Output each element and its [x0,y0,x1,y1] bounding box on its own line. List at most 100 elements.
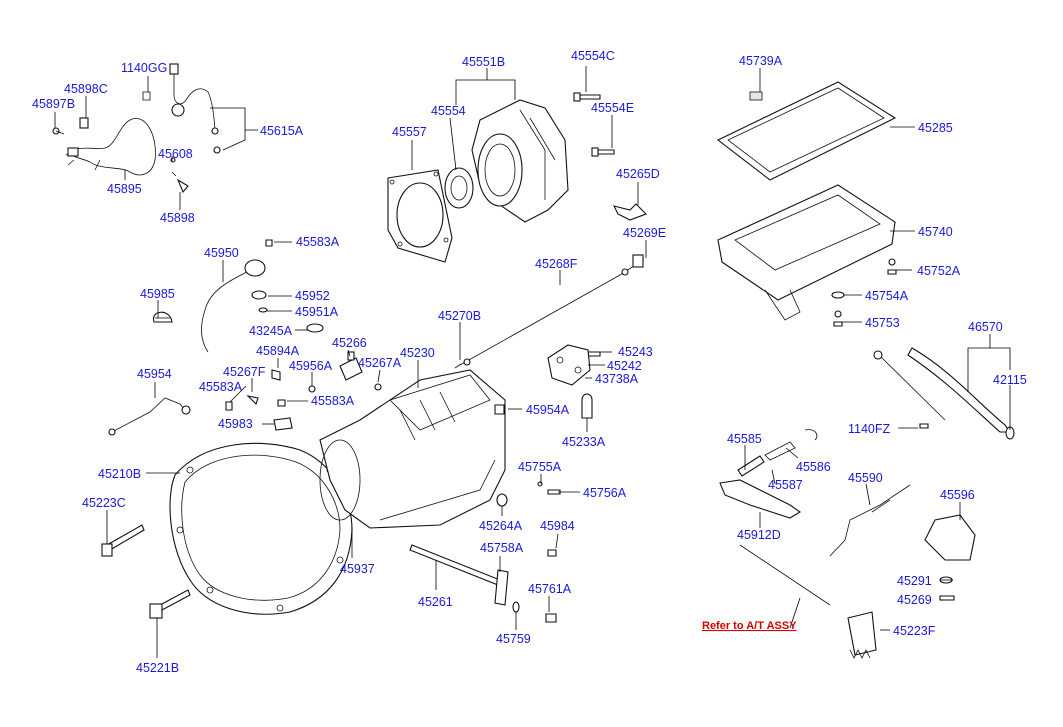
part-label-45937[interactable]: 45937 [340,562,375,576]
part-label-45912d[interactable]: 45912D [737,528,781,542]
part-label-45269e[interactable]: 45269E [623,226,666,240]
part-label-45587[interactable]: 45587 [768,478,803,492]
reference-link-at-assy[interactable]: Refer to A/T ASSY [702,620,797,632]
part-label-45583a-top[interactable]: 45583A [296,235,340,249]
part-label-43245a[interactable]: 43245A [249,324,293,338]
part-label-45898[interactable]: 45898 [160,211,195,225]
lever-bracket-drawing [547,344,591,386]
breather-hose-drawing [201,239,273,353]
part-label-45956a[interactable]: 45956A [289,359,333,373]
part-label-45954[interactable]: 45954 [137,367,172,381]
converter-housing-drawing [169,442,353,615]
part-label-45266[interactable]: 45266 [332,336,367,350]
part-label-45264a[interactable]: 45264A [479,519,523,533]
oil-pan-gasket-drawing [716,81,897,181]
part-labels: 1140GG 45898C 45897B 45615A 45608 45895 … [32,49,1027,675]
part-label-45759[interactable]: 45759 [496,632,531,646]
part-label-45261[interactable]: 45261 [418,595,453,609]
part-label-45210b[interactable]: 45210B [98,467,141,481]
part-label-45608[interactable]: 45608 [158,147,193,161]
part-label-45583a-mid[interactable]: 45583A [199,380,243,394]
part-label-45897b[interactable]: 45897B [32,97,75,111]
part-label-45954a[interactable]: 45954A [526,403,570,417]
detent-lever-drawing [739,544,877,659]
part-label-45223f[interactable]: 45223F [893,624,936,638]
part-label-45291[interactable]: 45291 [897,574,932,588]
part-label-45754a[interactable]: 45754A [865,289,909,303]
input-seal-drawing [319,439,361,521]
part-label-45269[interactable]: 45269 [897,593,932,607]
part-label-45267a[interactable]: 45267A [358,356,402,370]
part-label-45952[interactable]: 45952 [295,289,330,303]
parking-bracket-drawing [924,514,976,561]
part-label-45758a[interactable]: 45758A [480,541,524,555]
part-label-45223c[interactable]: 45223C [82,496,126,510]
part-label-45554c[interactable]: 45554C [571,49,615,63]
part-label-45983[interactable]: 45983 [218,417,253,431]
part-label-45554e[interactable]: 45554E [591,101,634,115]
part-label-45984[interactable]: 45984 [540,519,575,533]
small-fasteners-drawing [225,351,601,431]
leader-lines [54,66,1011,658]
part-label-45270b[interactable]: 45270B [438,309,481,323]
inhibitor-switch-drawing [339,351,363,381]
part-label-45586[interactable]: 45586 [796,460,831,474]
part-label-45221b[interactable]: 45221B [136,661,179,675]
bracket-drawing [612,203,647,221]
part-label-45230[interactable]: 45230 [400,346,435,360]
part-label-45585[interactable]: 45585 [727,432,762,446]
part-label-45557[interactable]: 45557 [392,125,427,139]
oil-pan-drawing [716,184,897,321]
drain-plug-drawing [581,393,593,419]
housing-bolts-drawing [101,524,191,619]
parking-rod-drawing [829,484,911,557]
retainer-clip-drawing [306,323,324,333]
part-label-45583a-low[interactable]: 45583A [311,394,355,408]
oil-seal-drawing [444,167,474,209]
vent-cap-drawing [152,311,173,323]
part-label-45596[interactable]: 45596 [940,488,975,502]
part-label-46570[interactable]: 46570 [968,320,1003,334]
wiring-harness-drawing [52,117,189,194]
part-label-45895[interactable]: 45895 [107,182,142,196]
part-label-45554[interactable]: 45554 [431,104,466,118]
part-label-45739a[interactable]: 45739A [739,54,783,68]
transmission-case-drawing [319,369,506,529]
part-label-42115[interactable]: 42115 [993,373,1027,387]
part-label-45740[interactable]: 45740 [918,225,953,239]
detent-fasteners-drawing [939,576,955,601]
part-drawings [52,63,1015,659]
part-label-45590[interactable]: 45590 [848,471,883,485]
dipstick-drawing [873,347,1015,440]
part-label-45267f[interactable]: 45267F [223,365,266,379]
part-label-45898c[interactable]: 45898C [64,82,108,96]
part-label-45615a[interactable]: 45615A [260,124,304,138]
part-label-45950[interactable]: 45950 [204,246,239,260]
speed-sensor-drawing [142,63,221,163]
part-label-45755a[interactable]: 45755A [518,460,562,474]
part-label-45753[interactable]: 45753 [865,316,900,330]
part-label-43738a[interactable]: 43738A [595,372,639,386]
part-label-45285[interactable]: 45285 [918,121,953,135]
parking-pawl-drawing [719,429,818,519]
part-label-45242[interactable]: 45242 [607,359,642,373]
extension-housing-drawing [471,99,569,223]
part-label-45951a[interactable]: 45951A [295,305,339,319]
part-label-1140fz[interactable]: 1140FZ [848,422,891,436]
adapter-gasket-drawing [387,169,453,263]
part-label-45233a[interactable]: 45233A [562,435,606,449]
part-label-45243[interactable]: 45243 [618,345,653,359]
part-label-45265d[interactable]: 45265D [616,167,660,181]
part-label-45551b[interactable]: 45551B [462,55,505,69]
manual-shaft-drawing [409,544,509,606]
part-label-1140gg[interactable]: 1140GG [121,61,167,75]
part-label-45268f[interactable]: 45268F [535,257,578,271]
control-cable-drawing [108,397,191,436]
part-label-45985[interactable]: 45985 [140,287,175,301]
part-label-45756a[interactable]: 45756A [583,486,627,500]
extension-bolts-drawing [573,92,615,157]
part-label-45894a[interactable]: 45894A [256,344,300,358]
part-label-45752a[interactable]: 45752A [917,264,961,278]
part-label-45761a[interactable]: 45761A [528,582,572,596]
